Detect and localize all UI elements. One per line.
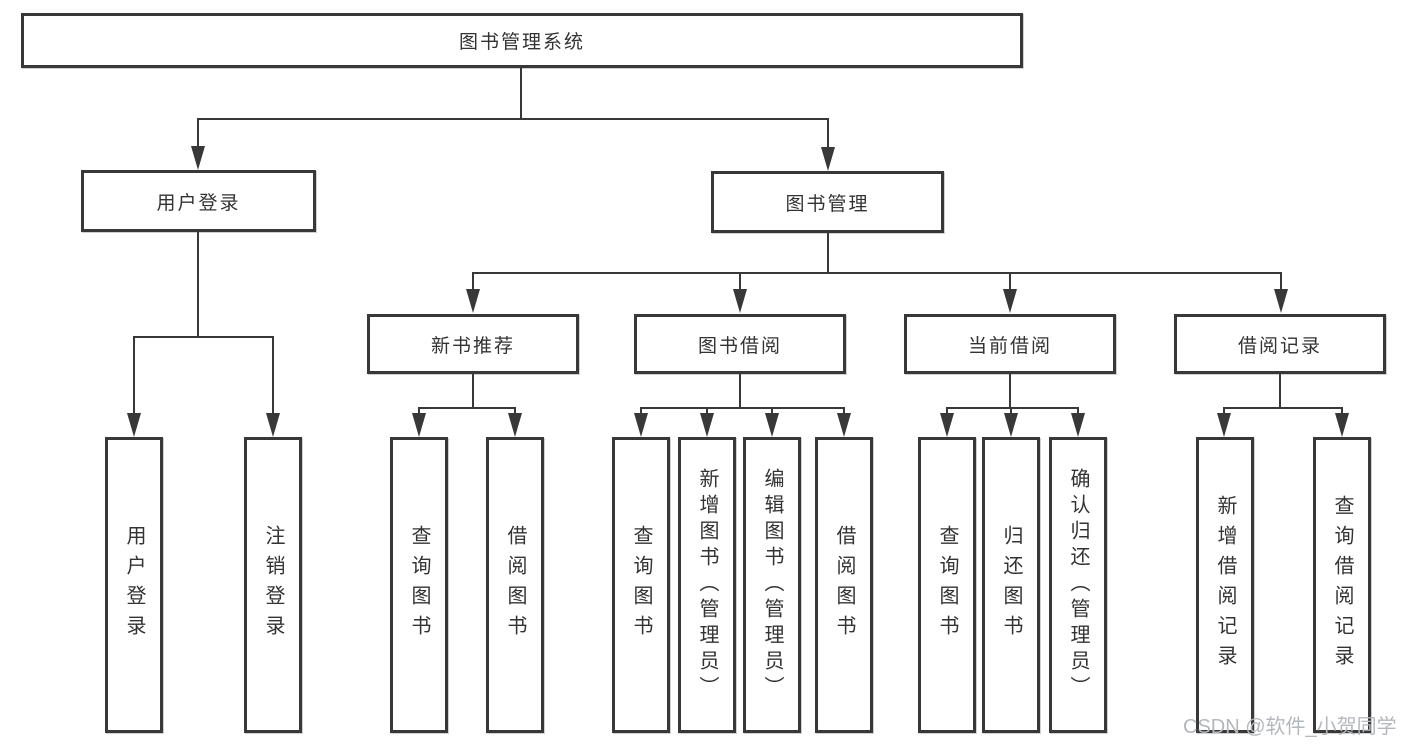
edge-book-mgmt-horizontal (472, 272, 1282, 274)
node-system-root: 图书管理系统 (21, 13, 1023, 68)
leaf-query-books-3: 查询图书 (918, 437, 976, 733)
node-user-login: 用户登录 (81, 170, 316, 232)
arrow-to-leaf-return-books (1004, 413, 1018, 437)
node-borrow-records: 借阅记录 (1174, 314, 1386, 374)
edge-root-vertical (520, 68, 522, 118)
edge-user-login-horizontal (133, 336, 274, 338)
node-current-borrow-label: 当前借阅 (967, 335, 1052, 357)
edge-leaf-stub (706, 407, 708, 415)
leaf-query-books-3-label: 查询图书 (936, 525, 958, 645)
edge-to-new-book-line (472, 272, 474, 292)
arrow-to-leaf-query-books-1 (412, 413, 426, 437)
leaf-add-book-admin-label: 新增图书（管理员） (696, 468, 718, 702)
edge-leaf-stub (418, 407, 420, 415)
leaf-edit-book-admin-label: 编辑图书（管理员） (761, 468, 783, 702)
edge-leaf-stub (843, 407, 845, 415)
edge-leaf-stub (1341, 407, 1343, 415)
leaf-add-borrow-record-label: 新增借阅记录 (1214, 495, 1236, 675)
arrow-to-leaf-query-books-3 (940, 413, 954, 437)
leaf-borrow-books-1: 借阅图书 (486, 437, 544, 733)
edge-leaf-stub (1010, 407, 1012, 415)
leaf-query-borrow-record-label: 查询借阅记录 (1331, 495, 1353, 675)
edge-current-borrow-vertical2 (1009, 374, 1011, 407)
edge-leaf-stub (771, 407, 773, 415)
arrow-to-leaf-borrow-books-2 (837, 413, 851, 437)
arrow-to-leaf-add-book (700, 413, 714, 437)
arrow-to-book-management (821, 147, 835, 171)
edge-to-book-management-line (827, 118, 829, 150)
edge-new-book-vertical (472, 374, 474, 407)
arrow-to-book-borrow (733, 289, 747, 313)
arrow-to-user-login (191, 146, 205, 170)
leaf-borrow-books-2: 借阅图书 (815, 437, 873, 733)
edge-new-book-horizontal (418, 407, 516, 409)
edge-borrow-records-vertical2 (1279, 374, 1281, 407)
edge-to-leaf-logout-line (272, 336, 274, 414)
node-new-book-recommend-label: 新书推荐 (430, 335, 515, 357)
node-new-book-recommend: 新书推荐 (367, 314, 579, 374)
leaf-query-books-1-label: 查询图书 (408, 525, 430, 645)
csdn-watermark: CSDN @软件_小贺同学 (1183, 716, 1397, 738)
arrow-to-leaf-login (127, 413, 141, 437)
node-book-management-label: 图书管理 (785, 193, 870, 215)
edge-user-login-vertical (197, 232, 199, 336)
leaf-return-books: 归还图书 (982, 437, 1040, 733)
node-user-login-label: 用户登录 (156, 192, 241, 214)
leaf-add-borrow-record: 新增借阅记录 (1196, 437, 1254, 733)
edge-leaf-stub (640, 407, 642, 415)
node-book-management: 图书管理 (711, 171, 944, 233)
edge-to-leaf-login-line (133, 336, 135, 414)
edge-book-mgmt-vertical (827, 233, 829, 272)
node-book-borrow: 图书借阅 (634, 314, 846, 374)
edge-to-book-borrow-line (739, 272, 741, 292)
edge-root-horizontal (197, 118, 829, 120)
node-book-borrow-label: 图书借阅 (697, 335, 782, 357)
leaf-user-login: 用户登录 (105, 437, 163, 733)
leaf-add-book-admin: 新增图书（管理员） (678, 437, 736, 733)
arrow-to-leaf-query-record (1335, 413, 1349, 437)
leaf-logout-label: 注销登录 (262, 525, 284, 645)
arrow-to-leaf-edit-book (765, 413, 779, 437)
leaf-edit-book-admin: 编辑图书（管理员） (743, 437, 801, 733)
leaf-query-books-1: 查询图书 (390, 437, 448, 733)
node-borrow-records-label: 借阅记录 (1237, 335, 1322, 357)
edge-leaf-stub (1223, 407, 1225, 415)
arrow-to-leaf-confirm-return (1071, 413, 1085, 437)
arrow-to-leaf-add-record (1217, 413, 1231, 437)
arrow-to-current-borrow (1003, 289, 1017, 313)
arrow-to-leaf-logout (266, 413, 280, 437)
leaf-confirm-return-admin: 确认归还（管理员） (1049, 437, 1107, 733)
edge-borrow-records-horizontal (1223, 407, 1343, 409)
leaf-borrow-books-2-label: 借阅图书 (833, 525, 855, 645)
arrow-to-borrow-records (1274, 289, 1288, 313)
arrow-to-leaf-query-books-2 (634, 413, 648, 437)
leaf-confirm-return-admin-label: 确认归还（管理员） (1067, 468, 1089, 702)
arrow-to-leaf-borrow-books-1 (508, 413, 522, 437)
leaf-query-borrow-record: 查询借阅记录 (1313, 437, 1371, 733)
node-system-root-label: 图书管理系统 (458, 32, 585, 53)
leaf-query-books-2: 查询图书 (612, 437, 670, 733)
edge-current-borrow-horizontal (946, 407, 1079, 409)
arrow-to-new-book (466, 289, 480, 313)
edge-book-borrow-vertical2 (739, 374, 741, 407)
leaf-return-books-label: 归还图书 (1000, 525, 1022, 645)
edge-to-borrow-records-line (1280, 272, 1282, 292)
leaf-borrow-books-1-label: 借阅图书 (504, 525, 526, 645)
edge-leaf-stub (514, 407, 516, 415)
leaf-logout: 注销登录 (244, 437, 302, 733)
edge-book-borrow-horizontal (640, 407, 845, 409)
edge-leaf-stub (946, 407, 948, 415)
leaf-user-login-label: 用户登录 (123, 525, 145, 645)
node-current-borrow: 当前借阅 (904, 314, 1116, 374)
edge-leaf-stub (1077, 407, 1079, 415)
leaf-query-books-2-label: 查询图书 (630, 525, 652, 645)
edge-to-current-borrow-line (1009, 272, 1011, 292)
edge-to-user-login-line (197, 118, 199, 150)
